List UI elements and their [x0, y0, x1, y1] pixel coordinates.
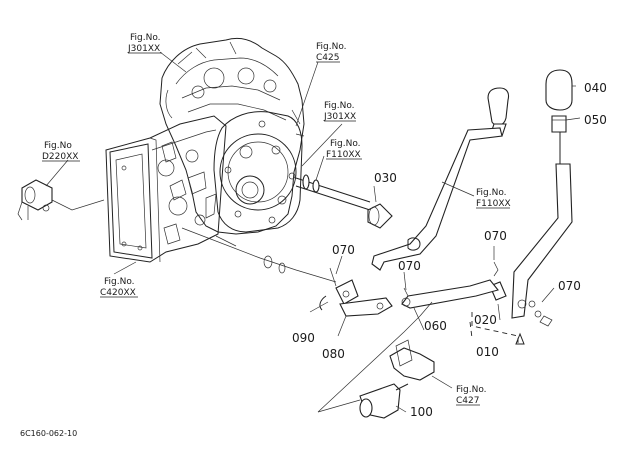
part-number-050: 050: [584, 113, 607, 127]
fig-ref-j301-top: Fig.No. J301XX: [127, 33, 162, 54]
drawing-code: 6C160-062-10: [20, 429, 77, 438]
fig-ref-number: J301XX: [323, 112, 356, 122]
fig-ref-j301-mid: Fig.No. J301XX: [323, 101, 356, 122]
part-number-060: 060: [424, 319, 447, 333]
fig-ref-label: Fig.No.: [104, 277, 135, 287]
part-number-030: 030: [374, 171, 397, 185]
lever-grip: [551, 115, 567, 133]
part-numbers: 040 050 030 070 070 070 070 020 010 060 …: [292, 81, 607, 419]
collar-030: [367, 203, 393, 229]
connecting-rod: [401, 261, 499, 309]
engine-block: [159, 37, 305, 235]
part-number-090: 090: [292, 331, 315, 345]
part-number-040: 040: [584, 81, 607, 95]
fig-ref-label: Fig.No.: [330, 139, 361, 149]
part-number-020: 020: [474, 313, 497, 327]
upper-lever-knob: [487, 87, 510, 127]
part-number-100: 100: [410, 405, 433, 419]
fig-ref-number: C425: [316, 53, 339, 63]
fig-ref-c427: Fig.No. C427: [456, 385, 487, 406]
shaft-collar: [295, 174, 393, 229]
fig-ref-c420: Fig.No. C420XX: [100, 277, 138, 298]
upper-lever: [371, 87, 510, 271]
part-number-010: 010: [476, 345, 499, 359]
washer: [302, 174, 310, 190]
shift-fork: [17, 179, 53, 221]
fig-ref-label: Fig.No.: [130, 33, 161, 43]
part-number-070-center: 070: [398, 259, 421, 273]
fig-ref-f110-upper: Fig.No. F110XX: [326, 139, 362, 160]
fig-ref-label: Fig.No.: [456, 385, 487, 395]
shift-lever: [511, 163, 573, 319]
part-number-070-left: 070: [332, 243, 355, 257]
fig-ref-label: Fig.No.: [476, 188, 507, 198]
fig-ref-label: Fig.No.: [324, 101, 355, 111]
transmission-case: [105, 115, 227, 263]
fig-ref-number: D220XX: [42, 152, 78, 162]
fig-ref-c425: Fig.No. C425: [316, 42, 347, 63]
fig-ref-f110-lower: Fig.No. F110XX: [476, 188, 511, 209]
lever-knob: [545, 69, 573, 111]
fig-ref-number: F110XX: [476, 199, 511, 209]
lower-shaft: [359, 339, 435, 419]
fig-ref-label: Fig.No: [44, 141, 72, 151]
fig-ref-number: F110XX: [326, 150, 361, 160]
fig-ref-number: C420XX: [100, 288, 136, 298]
fig-ref-number: J301XX: [127, 44, 160, 54]
part-number-070-upper-right: 070: [484, 229, 507, 243]
shift-lever-assembly: [471, 69, 573, 346]
fig-ref-d220: Fig.No D220XX: [42, 141, 80, 162]
part-number-070-right: 070: [558, 279, 581, 293]
small-lever: [319, 267, 393, 317]
part-number-080: 080: [322, 347, 345, 361]
assembly-lines: [51, 199, 473, 413]
fig-ref-label: Fig.No.: [316, 42, 347, 52]
leader-lines: [45, 51, 581, 413]
fig-ref-number: C427: [456, 396, 479, 406]
